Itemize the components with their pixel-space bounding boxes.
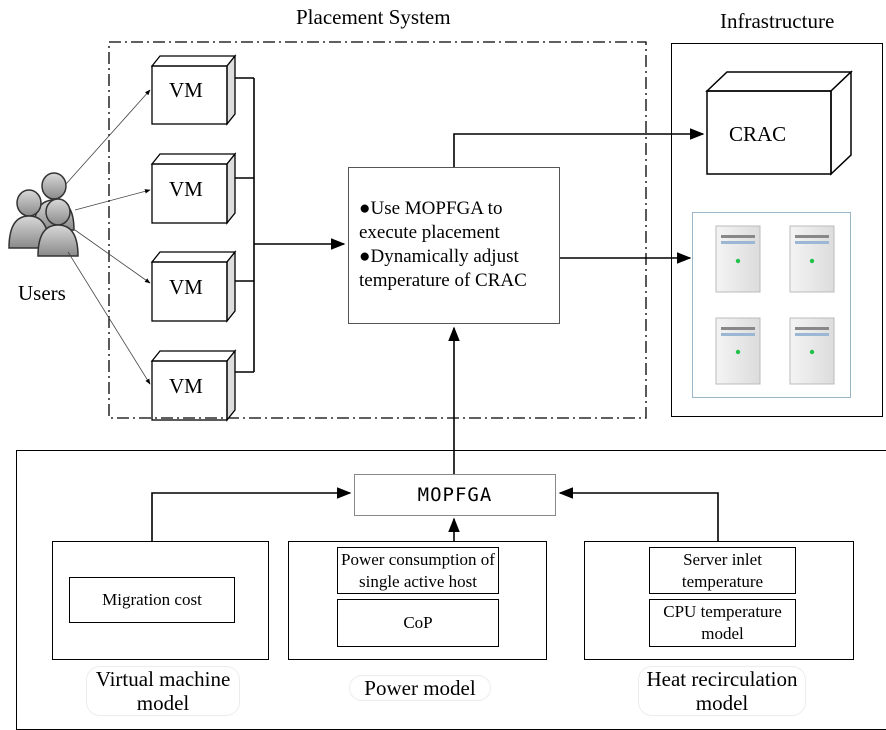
vm-cube-1 — [150, 54, 237, 126]
server-icon-4 — [789, 317, 835, 385]
vm-cube-3 — [150, 250, 237, 323]
controller-line-4: temperature of CRAC — [359, 270, 527, 291]
placement-system-title: Placement System — [296, 5, 451, 29]
controller-line-3: ●Dynamically adjust — [359, 246, 519, 267]
server-icon-1 — [715, 225, 761, 293]
vm-model-label: Virtual machine model — [86, 666, 240, 716]
crac-label: CRAC — [729, 122, 787, 146]
users-icon — [8, 172, 79, 257]
power-consumption-box: Power consumption of single active host — [337, 547, 499, 594]
vm-cube-2 — [150, 152, 237, 225]
migration-cost-box: Migration cost — [69, 577, 235, 623]
controller-line-2: execute placement — [359, 222, 500, 243]
vm-model-to-mopfga-arrow — [151, 487, 352, 541]
placement-system-border — [108, 41, 647, 419]
server-inlet-box: Server inlet temperature — [649, 547, 796, 594]
vm-label-2: VM — [169, 177, 203, 201]
vm-bus — [235, 77, 346, 373]
heat-model-to-mopfga-arrow — [558, 487, 719, 541]
cop-box: CoP — [337, 599, 499, 647]
controller-to-crac-arrow — [453, 128, 705, 167]
server-icon-3 — [715, 317, 761, 385]
crac-cube — [705, 70, 853, 176]
users-label: Users — [18, 281, 66, 305]
vm-label-3: VM — [169, 275, 203, 299]
migration-cost-label: Migration cost — [102, 590, 202, 609]
mopfga-box: MOPFGA — [354, 474, 556, 516]
power-consumption-label: Power consumption of single active host — [341, 549, 495, 591]
cpu-temperature-label: CPU temperature model — [663, 602, 782, 643]
controller-line-1: ●Use MOPFGA to — [359, 198, 503, 219]
cop-label: CoP — [403, 613, 433, 632]
server-inlet-label: Server inlet temperature — [681, 549, 764, 591]
user-to-vm-arrows — [65, 89, 151, 385]
vm-label-1: VM — [169, 78, 203, 102]
vm-cube-4 — [150, 349, 237, 422]
server-icon-2 — [789, 225, 835, 293]
placement-controller-box: ●Use MOPFGA to execute placement ●Dynami… — [348, 167, 560, 324]
vm-label-4: VM — [169, 374, 203, 398]
heat-model-label: Heat recirculation model — [638, 666, 806, 716]
cpu-temperature-box: CPU temperature model — [649, 599, 796, 647]
power-model-label: Power model — [349, 675, 491, 701]
mopfga-label: MOPFGA — [417, 484, 493, 506]
infrastructure-title: Infrastructure — [720, 9, 835, 33]
